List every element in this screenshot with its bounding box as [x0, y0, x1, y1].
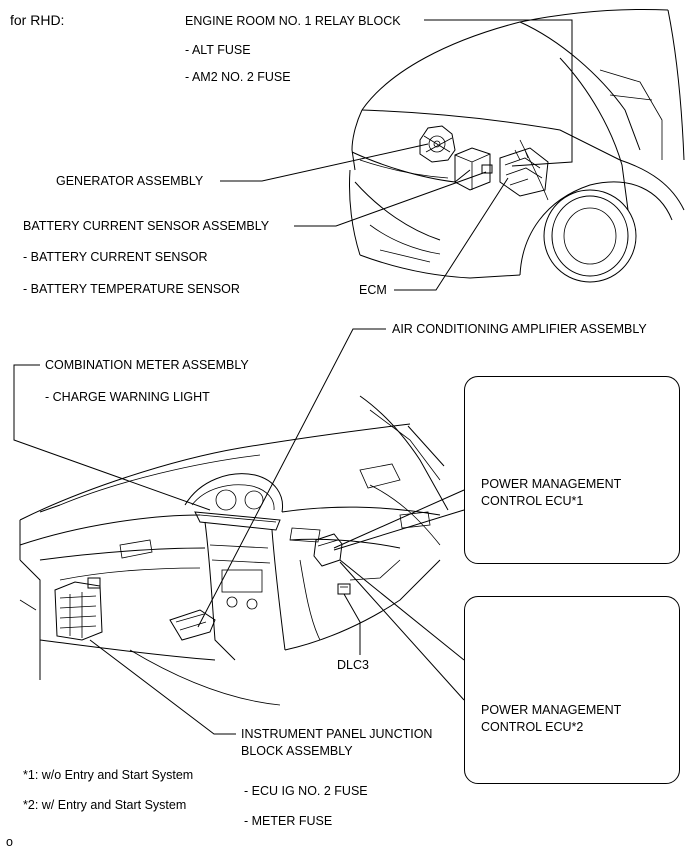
- ecu2-callout-box: [464, 596, 680, 784]
- ac-amplifier-label: AIR CONDITIONING AMPLIFIER ASSEMBLY: [392, 322, 647, 336]
- junction-block-component-icon: [54, 577, 103, 641]
- power-management-ecu-dash-icon: [313, 533, 343, 567]
- generator-label: GENERATOR ASSEMBLY: [56, 174, 204, 188]
- dlc3-component-icon: [337, 583, 351, 595]
- junction-block-label-line1: INSTRUMENT PANEL JUNCTION: [241, 727, 433, 741]
- battery-current-sensor-label: - BATTERY CURRENT SENSOR: [23, 250, 208, 264]
- footnote-1: *1: w/o Entry and Start System: [23, 768, 194, 782]
- leader-lines: [13, 19, 592, 735]
- ecu2-label-line2: CONTROL ECU*2: [481, 720, 584, 734]
- ecu1-callout-box: [464, 376, 680, 564]
- charge-warning-label: - CHARGE WARNING LIGHT: [45, 390, 210, 404]
- ecu2-label-line1: POWER MANAGEMENT: [481, 703, 622, 717]
- variant-label: for RHD:: [10, 12, 65, 28]
- vehicle-front-illustration: [349, 9, 685, 283]
- relay-block-ecm-component-icon: [499, 147, 549, 197]
- ecu1-label-line2: CONTROL ECU*1: [481, 494, 584, 508]
- battery-sensor-assembly-label: BATTERY CURRENT SENSOR ASSEMBLY: [23, 219, 270, 233]
- battery-temp-sensor-label: - BATTERY TEMPERATURE SENSOR: [23, 282, 240, 296]
- junction-block-label-line2: BLOCK ASSEMBLY: [241, 744, 353, 758]
- alt-fuse-label: - ALT FUSE: [185, 43, 251, 57]
- figure-code: o: [6, 835, 13, 849]
- ac-amplifier-component-icon: [169, 609, 216, 641]
- footnote-2: *2: w/ Entry and Start System: [23, 798, 187, 812]
- dlc3-label: DLC3: [337, 658, 369, 672]
- dashboard-illustration: [19, 395, 449, 706]
- combination-meter-label: COMBINATION METER ASSEMBLY: [45, 358, 249, 372]
- am2-fuse-label: - AM2 NO. 2 FUSE: [185, 70, 291, 84]
- generator-component-icon: [419, 125, 456, 163]
- meter-fuse-label: - METER FUSE: [244, 814, 333, 828]
- ecm-label: ECM: [359, 283, 387, 297]
- relay-block-label: ENGINE ROOM NO. 1 RELAY BLOCK: [185, 14, 401, 28]
- ecu-ig-fuse-label: - ECU IG NO. 2 FUSE: [244, 784, 368, 798]
- battery-sensor-component-icon: [454, 147, 493, 191]
- ecu1-label-line1: POWER MANAGEMENT: [481, 477, 622, 491]
